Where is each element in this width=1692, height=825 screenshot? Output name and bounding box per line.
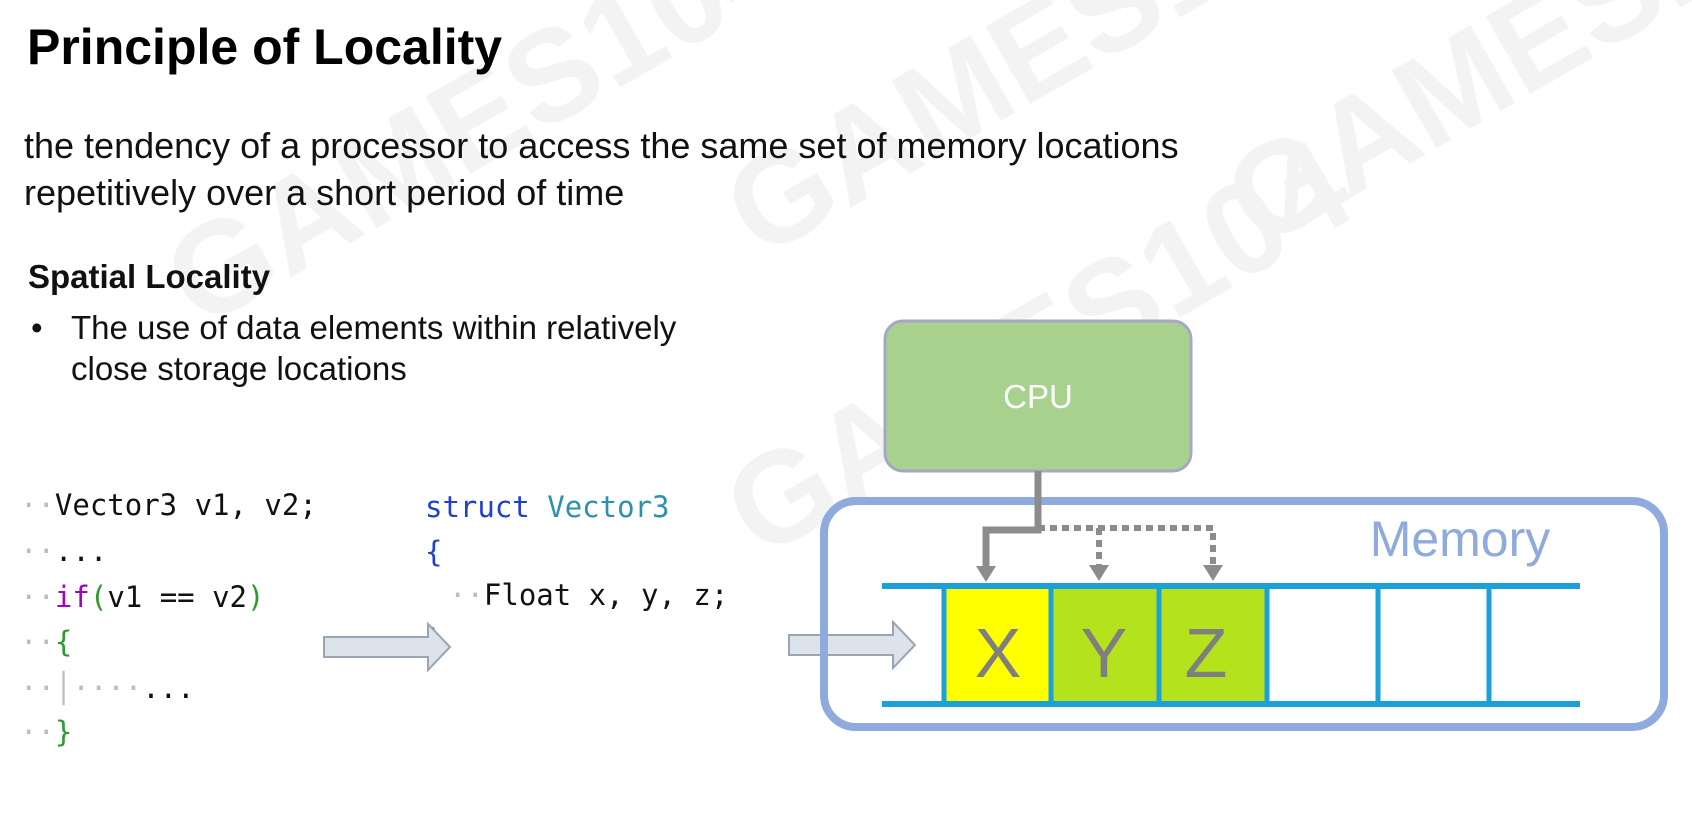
struct-line-2: { [425,535,442,569]
slide-title: Principle of Locality [27,19,503,75]
struct-line-3: ··Float x, y, z; [449,578,729,612]
code-paren-close: ) [247,580,265,614]
code-line-6: ··} [20,715,73,749]
memory-cell-label-x: X [975,614,1022,692]
code-line-1: ··Vector3 v1, v2; [20,488,317,522]
code-line-5: ··│····... [20,671,195,705]
intro-line-1: the tendency of a processor to access th… [24,125,1179,166]
section-heading: Spatial Locality [28,258,271,295]
cpu-label: CPU [1003,378,1073,415]
block-arrow-left [323,621,452,673]
solid-access-arrow [982,471,1042,568]
cpu-access-arrows [976,471,1223,582]
bullet-line-1: The use of data elements within relative… [71,309,677,346]
code-ellipsis: ... [54,534,108,568]
memory-cell-x [945,587,1049,703]
dashed-arrow-head-y [1089,565,1109,581]
code-paren-open: ( [89,580,108,614]
code-open-brace: { [54,625,73,659]
intro-text: the tendency of a processor to access th… [24,122,1324,216]
memory-frame [820,497,1668,731]
memory-label: Memory [1370,511,1551,567]
block-arrow-right [788,619,917,671]
dashed-arrow-head-z [1203,565,1223,581]
bullet-text: The use of data elements within relative… [71,307,771,389]
intro-line-2: repetitively over a short period of time [24,172,625,213]
code-body-ellipsis: ... [142,671,195,705]
code-line-4: ··{ [20,625,73,659]
memory-cell-dividers [941,586,1492,704]
bullet-line-2: close storage locations [71,350,407,387]
code-line-3: ··if(v1 == v2) [20,580,265,614]
code-close-brace: } [54,715,73,749]
dashed-access-line [1038,525,1216,566]
bullet-dot: • [31,309,43,346]
code-condition: v1 == v2 [107,580,247,614]
struct-open-brace: { [425,535,443,569]
struct-keyword: struct [425,490,530,524]
code-decl: Vector3 v1, v2; [54,488,317,522]
struct-line-1: struct Vector3 [425,490,669,524]
memory-cell-z [1161,587,1265,703]
struct-type-name: Vector3 [547,490,670,524]
memory-cell-label-z: Z [1185,614,1228,692]
code-if-keyword: if [54,580,90,614]
code-line-2: ··... [20,534,108,568]
memory-cell-label-y: Y [1081,614,1128,692]
solid-arrow-head [976,566,996,582]
memory-cell-y [1053,587,1157,703]
struct-member: Float x, y, z; [483,578,729,612]
